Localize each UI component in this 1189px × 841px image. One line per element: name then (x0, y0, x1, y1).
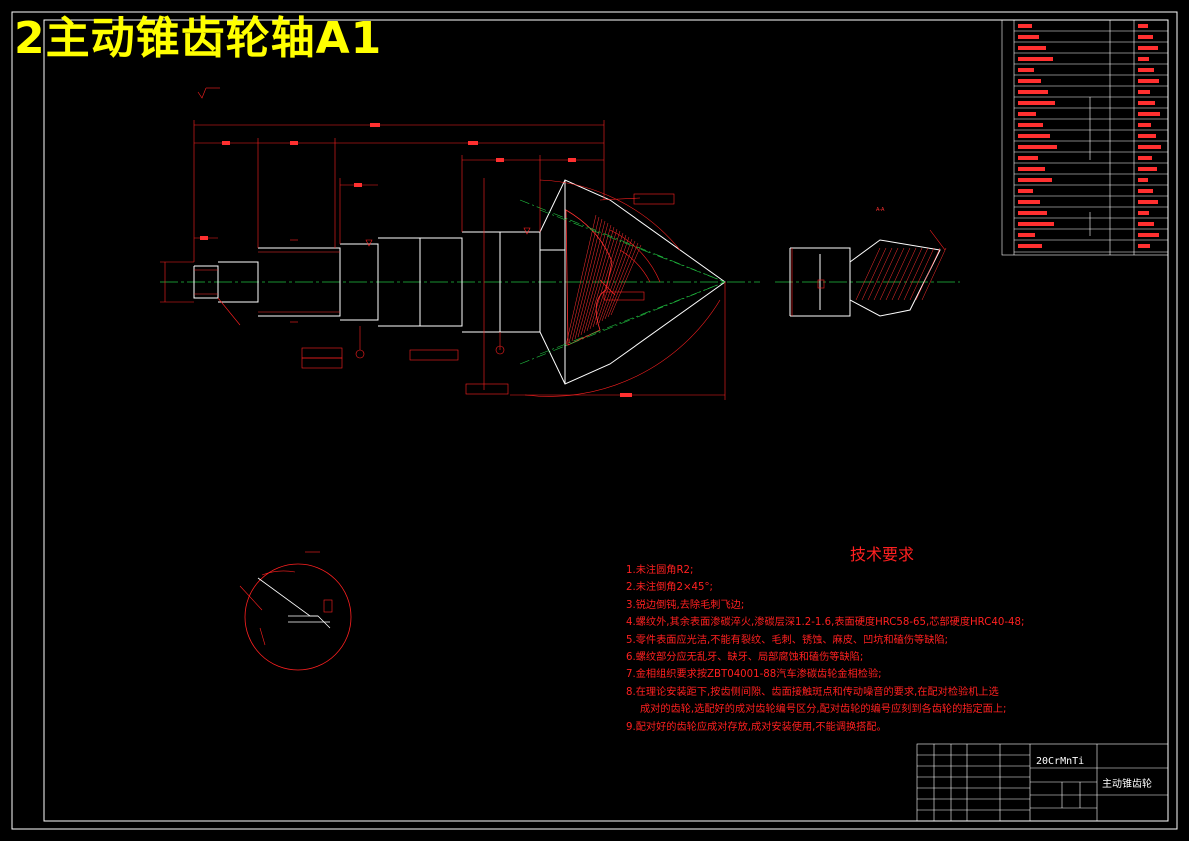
tech-req-item: 7.金相组织要求按ZBT04001-88汽车渗碳齿轮金相检验; (626, 669, 882, 681)
drawing-title: 2主动锥齿轮轴A1 (14, 13, 383, 64)
tech-req-item: 3.锐边倒钝,去除毛刺飞边; (626, 599, 745, 611)
inner-border (43, 19, 1169, 822)
dimension-texts (200, 123, 632, 397)
cone-lines (519, 199, 726, 365)
outer-border (11, 11, 1178, 830)
dimension-lines (160, 120, 726, 400)
gear-parameter-table (1001, 19, 1169, 256)
roughness-symbol (197, 87, 220, 99)
tech-req-item: 成对的齿轮,选配好的成对齿轮编号区分,配对齿轮的编号应刻到各齿轮的指定面上; (640, 704, 1007, 716)
gear-section-hatch (565, 209, 642, 346)
technical-requirements-heading: 技术要求 (850, 545, 915, 564)
tech-req-item: 6.螺纹部分应无乱牙、缺牙、局部腐蚀和磕伤等缺陷; (626, 652, 864, 664)
tech-req-item: 2.未注倒角2×45°; (626, 582, 713, 594)
tech-req-item: 5.零件表面应光洁,不能有裂纹、毛刺、锈蚀、麻皮、凹坑和磕伤等缺陷; (626, 634, 949, 646)
section-label: A-A (876, 207, 885, 213)
tech-req-item: 4.螺纹外,其余表面渗碳淬火,渗碳层深1.2-1.6,表面硬度HRC58-65,… (626, 617, 1025, 629)
section-view-tooth (789, 239, 941, 317)
tolerance-frames (301, 193, 675, 395)
title-block (916, 743, 1169, 822)
section-view-hatch (855, 247, 947, 301)
thread-lines (194, 251, 340, 313)
datum-symbols (290, 227, 531, 359)
technical-requirements-list: 1.未注圆角R2; 2.未注倒角2×45°; 3.锐边倒钝,去除毛刺飞边; 4.… (626, 562, 1096, 736)
tech-req-item: 9.配对好的齿轮应成对存放,成对安装使用,不能调换搭配。 (626, 721, 887, 733)
tech-req-item: 1.未注圆角R2; (626, 565, 694, 576)
tech-req-item: 8.在理论安装距下,按齿侧间隙、齿面接触斑点和传动噪音的要求,在配对检验机上选 (626, 686, 999, 698)
section-view-dims (791, 229, 946, 316)
title-block-material: 20CrMnTi (1036, 756, 1085, 767)
parameter-table-text (1018, 24, 1161, 248)
shaft-outline (193, 179, 726, 385)
title-block-part-name: 主动锥齿轮 (1102, 779, 1152, 790)
detail-view (239, 551, 352, 671)
